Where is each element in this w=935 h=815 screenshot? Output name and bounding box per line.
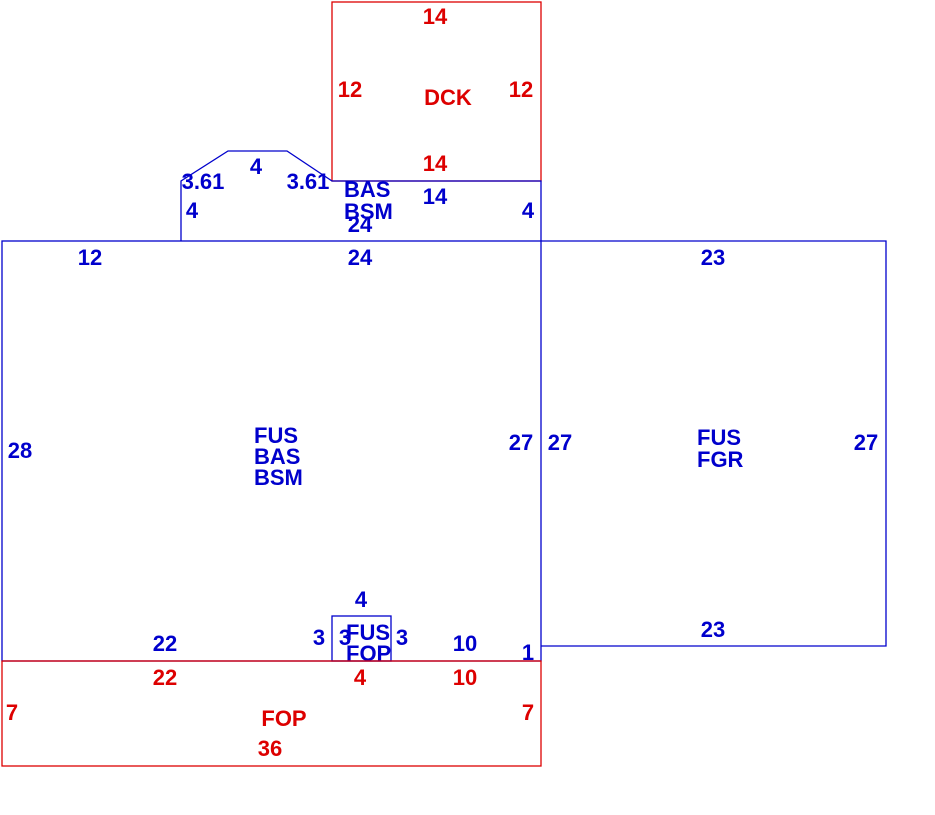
bay-width-dimension: 14 bbox=[423, 184, 448, 209]
small-porch-top-dimension: 4 bbox=[355, 587, 368, 612]
deck-left-dimension: 12 bbox=[338, 77, 362, 102]
front-porch-outline bbox=[1, 660, 542, 767]
garage-code-fus: FUS bbox=[697, 425, 741, 450]
small-porch-bottom-dimension: 4 bbox=[354, 665, 367, 690]
deck-top-dimension: 14 bbox=[423, 4, 448, 29]
deck-right-dimension: 12 bbox=[509, 77, 533, 102]
main-house-bottom-left-dimension: 22 bbox=[153, 631, 177, 656]
deck-code: DCK bbox=[424, 85, 472, 110]
bay-left-dimension: 4 bbox=[186, 198, 199, 223]
front-porch-top-right-dimension: 10 bbox=[453, 665, 477, 690]
bay-code-bas: BAS bbox=[344, 177, 390, 202]
main-house-right-dimension: 27 bbox=[509, 430, 533, 455]
deck-bottom-dimension: 14 bbox=[423, 151, 448, 176]
bay-area: 3.61 4 3.61 4 BAS BSM 14 4 bbox=[180, 150, 542, 241]
bay-code-bsm: BSM bbox=[344, 199, 393, 224]
main-house-top-below-bay-dimension: 24 bbox=[348, 212, 373, 237]
bay-outline bbox=[180, 150, 542, 241]
front-porch-top-left-dimension: 22 bbox=[153, 665, 177, 690]
front-porch-area: 22 4 10 7 FOP 7 36 bbox=[1, 660, 542, 767]
bay-left-angle-dimension: 3.61 bbox=[182, 169, 225, 194]
garage-right-dimension: 27 bbox=[854, 430, 878, 455]
main-house-area: 24 12 24 28 27 FUS BAS BSM 22 10 1 bbox=[1, 212, 542, 665]
front-porch-code: FOP bbox=[261, 706, 306, 731]
main-house-top-center-dimension: 24 bbox=[348, 245, 373, 270]
garage-left-dimension: 27 bbox=[548, 430, 572, 455]
garage-area: 23 27 FUS FGR 27 23 bbox=[541, 240, 887, 647]
main-house-bottom-right-dimension: 10 bbox=[453, 631, 477, 656]
garage-code-fgr: FGR bbox=[697, 447, 744, 472]
deck-area: 14 12 DCK 12 14 bbox=[331, 1, 542, 182]
small-porch-code-fop: FOP bbox=[346, 641, 391, 666]
small-porch-left-dimension: 3 bbox=[313, 625, 325, 650]
main-house-top-left-dimension: 12 bbox=[78, 245, 102, 270]
small-porch-code-fus: FUS bbox=[346, 620, 390, 645]
front-porch-right-dimension: 7 bbox=[522, 700, 534, 725]
bay-right-angle-dimension: 3.61 bbox=[287, 169, 330, 194]
main-house-step-dimension: 1 bbox=[522, 640, 534, 665]
garage-top-dimension: 23 bbox=[701, 245, 725, 270]
main-house-left-dimension: 28 bbox=[8, 438, 32, 463]
bay-top-dimension: 4 bbox=[250, 154, 263, 179]
small-porch-middle-dimension: 3 bbox=[339, 625, 351, 650]
front-porch-bottom-dimension: 36 bbox=[258, 736, 282, 761]
main-house-code-bas: BAS bbox=[254, 444, 300, 469]
main-house-code-fus: FUS bbox=[254, 423, 298, 448]
small-porch-area: 4 3 3 FUS FOP 3 bbox=[313, 587, 408, 666]
front-porch-left-dimension: 7 bbox=[6, 700, 18, 725]
garage-outline bbox=[541, 240, 887, 647]
bay-right-dimension: 4 bbox=[522, 198, 535, 223]
garage-bottom-dimension: 23 bbox=[701, 617, 725, 642]
small-porch-right-dimension: 3 bbox=[396, 625, 408, 650]
main-house-code-bsm: BSM bbox=[254, 465, 303, 490]
